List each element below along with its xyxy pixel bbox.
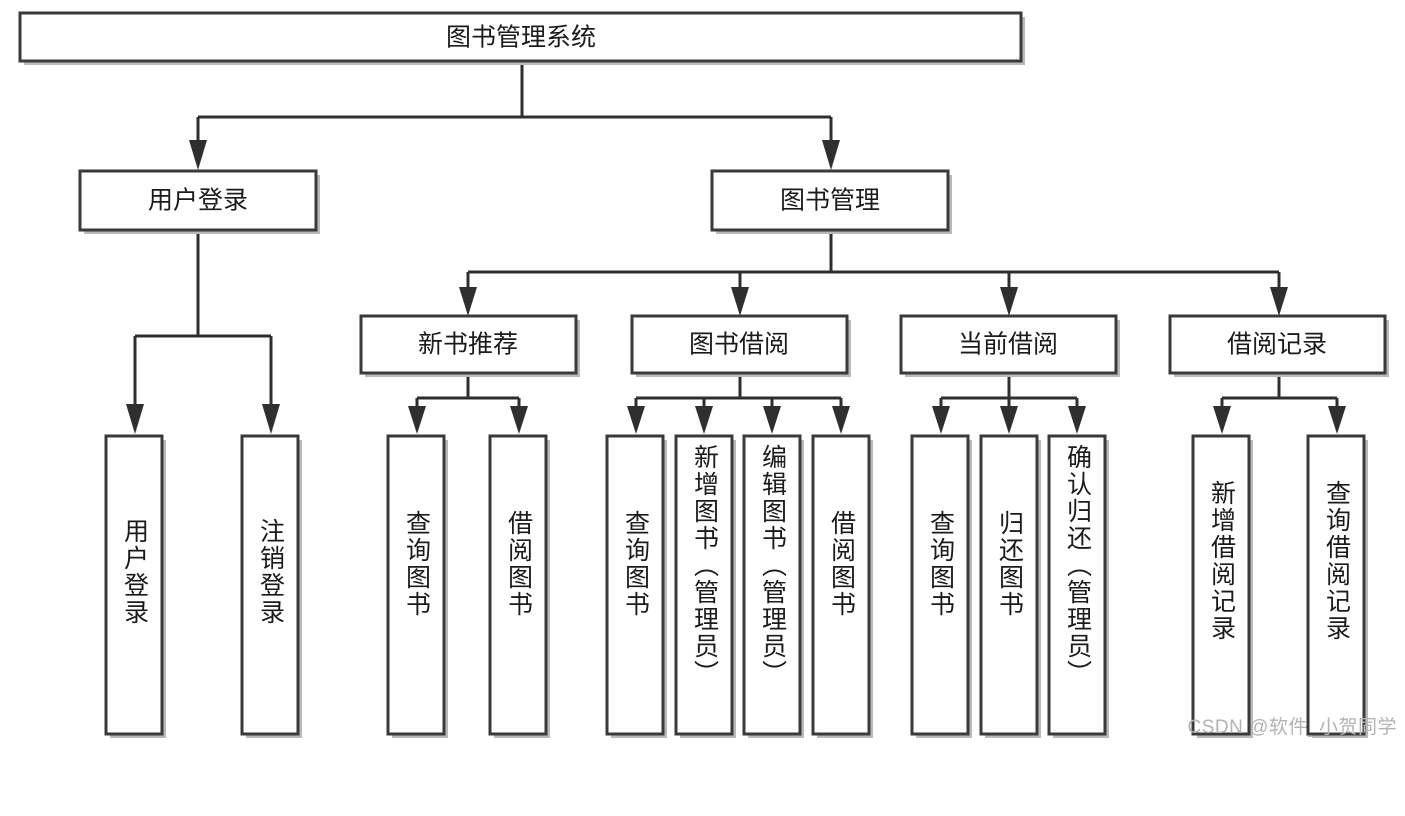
leaf-box-bookborrow-edit[interactable] xyxy=(742,434,804,738)
leaf-box-currentborrow-confirm[interactable] xyxy=(1047,434,1109,738)
leaf-box-currentborrow-return[interactable] xyxy=(979,434,1041,738)
connector-bookmgmt-to-level3 xyxy=(459,232,1288,316)
node-root-label: 图书管理系统 xyxy=(446,24,596,52)
diagram-svg: 图书管理系统 用户登录 图书管理 新书推荐 图书借阅 当前借阅 xyxy=(18,11,1389,738)
node-borrow-record[interactable]: 借阅记录 xyxy=(1168,314,1389,377)
node-book-management-label: 图书管理 xyxy=(780,187,880,215)
node-book-management[interactable]: 图书管理 xyxy=(710,169,952,234)
node-borrow-record-label: 借阅记录 xyxy=(1227,331,1327,359)
connector-root-to-level2 xyxy=(189,63,840,170)
node-book-borrow-label: 图书借阅 xyxy=(689,331,789,359)
connector-newbook-to-leaves xyxy=(408,375,528,434)
leaf-box-currentborrow-query[interactable] xyxy=(910,434,972,738)
node-user-login-label: 用户登录 xyxy=(148,187,248,215)
node-root-book-management-system[interactable]: 图书管理系统 xyxy=(18,11,1025,65)
leaf-box-user-login-logout[interactable] xyxy=(240,434,302,738)
node-current-borrow[interactable]: 当前借阅 xyxy=(899,314,1120,377)
connector-bookborrow-to-leaves xyxy=(627,375,850,434)
leaf-box-newbook-borrow[interactable] xyxy=(488,434,550,738)
leaf-box-borrowrecord-add[interactable] xyxy=(1191,434,1253,738)
tree-diagram-canvas: 图书管理系统 用户登录 图书管理 新书推荐 图书借阅 当前借阅 xyxy=(18,11,1397,738)
leaf-box-user-login-login[interactable] xyxy=(104,434,166,738)
node-new-book-recommend-label: 新书推荐 xyxy=(418,331,518,359)
csdn-watermark: CSDN @软件_小贺同学 xyxy=(1187,717,1397,738)
connector-userlogin-to-leaves xyxy=(126,232,280,434)
node-new-book-recommend[interactable]: 新书推荐 xyxy=(359,314,580,377)
leaf-box-borrowrecord-query[interactable] xyxy=(1306,434,1368,738)
node-user-login[interactable]: 用户登录 xyxy=(78,169,320,234)
node-book-borrow[interactable]: 图书借阅 xyxy=(630,314,851,377)
leaf-box-bookborrow-borrow[interactable] xyxy=(811,434,873,738)
node-current-borrow-label: 当前借阅 xyxy=(958,331,1058,359)
leaf-box-bookborrow-query[interactable] xyxy=(605,434,667,738)
connector-borrowrecord-to-leaves xyxy=(1213,375,1346,434)
connector-currentborrow-to-leaves xyxy=(932,375,1086,434)
leaf-box-bookborrow-add[interactable] xyxy=(674,434,736,738)
leaf-box-newbook-query[interactable] xyxy=(386,434,448,738)
